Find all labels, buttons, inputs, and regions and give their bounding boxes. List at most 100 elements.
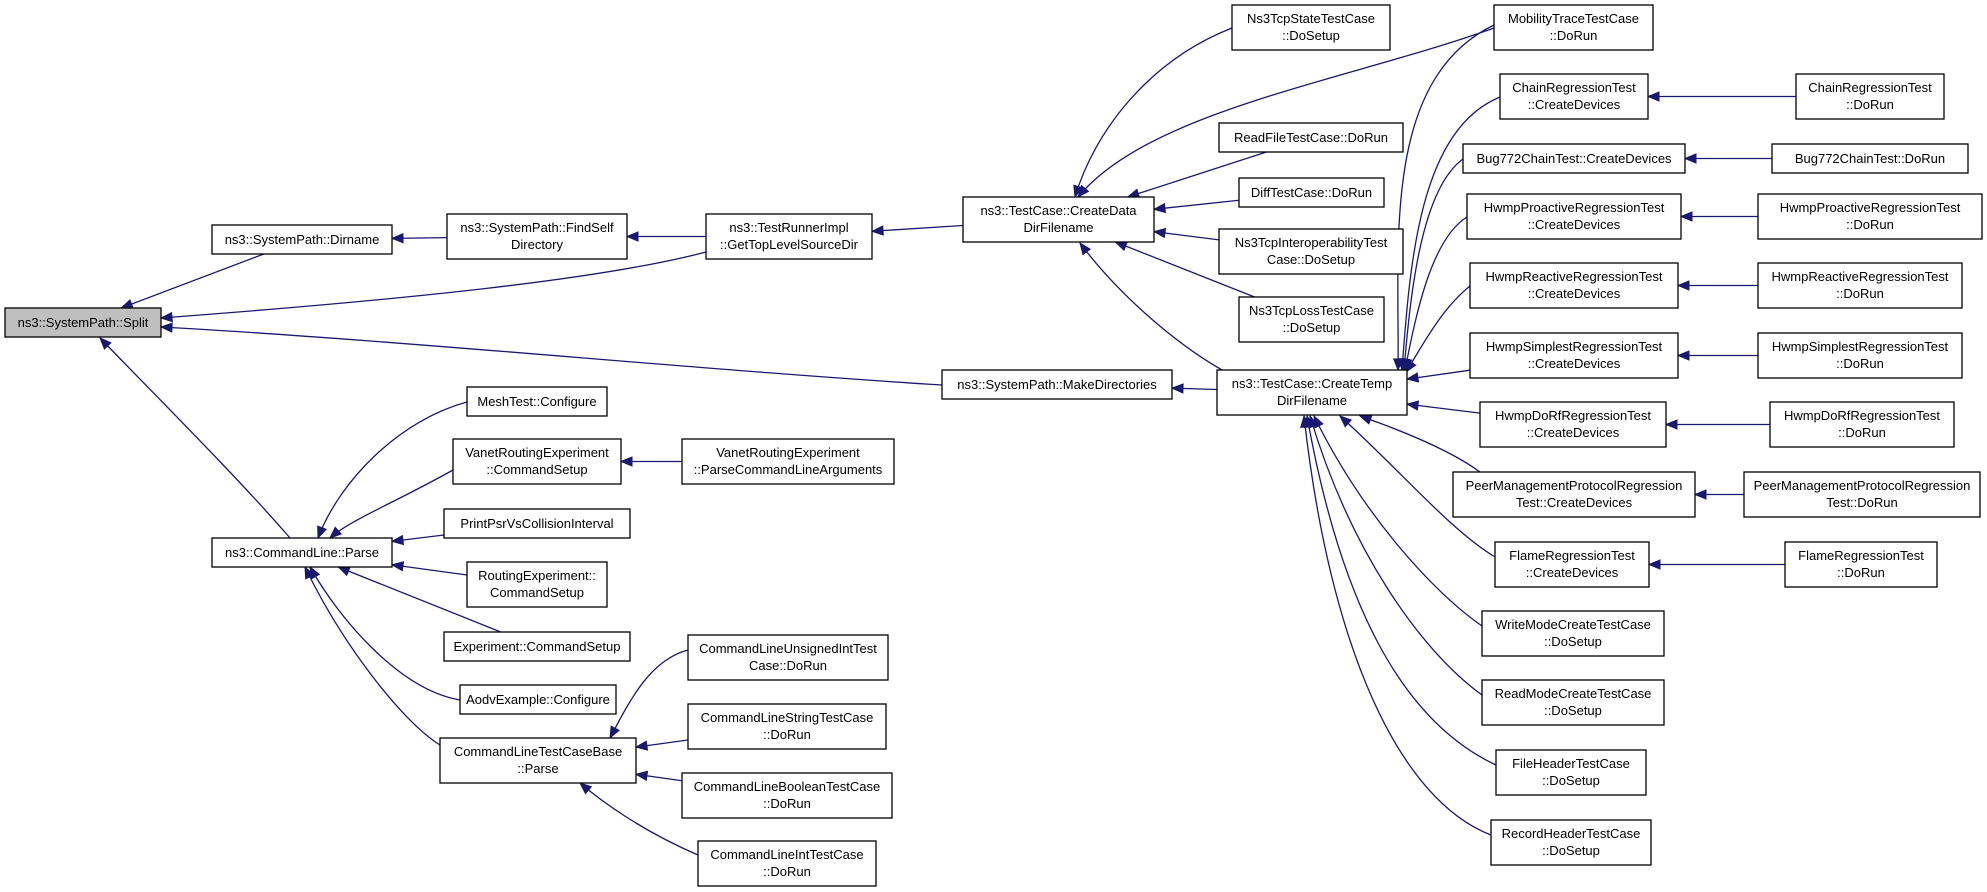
node-box[interactable]	[211, 537, 393, 568]
node-box[interactable]	[1462, 143, 1686, 174]
node-clbool[interactable]: CommandLineBooleanTestCase::DoRun	[681, 772, 893, 819]
node-box[interactable]	[211, 224, 393, 255]
node-box[interactable]	[1769, 401, 1955, 448]
node-box[interactable]	[1238, 177, 1385, 208]
node-label: ::CommandSetup	[486, 462, 587, 477]
node-box[interactable]	[1216, 369, 1408, 416]
node-hwmpsimp[interactable]: HwmpSimplestRegressionTest::CreateDevice…	[1469, 332, 1679, 379]
node-bug772run[interactable]: Bug772ChainTest::DoRun	[1771, 143, 1969, 174]
node-mobility[interactable]: MobilityTraceTestCase::DoRun	[1493, 4, 1654, 51]
node-box[interactable]	[452, 438, 622, 485]
node-box[interactable]	[962, 196, 1155, 243]
node-flamerun[interactable]: FlameRegressionTest::DoRun	[1784, 541, 1938, 588]
node-makedirs[interactable]: ns3::SystemPath::MakeDirectories	[941, 369, 1173, 400]
node-hwmpreact[interactable]: HwmpReactiveRegressionTest::CreateDevice…	[1469, 262, 1679, 309]
node-box[interactable]	[1757, 193, 1983, 240]
node-box[interactable]	[1469, 332, 1679, 379]
node-box[interactable]	[1466, 193, 1682, 240]
node-box[interactable]	[1757, 332, 1963, 379]
node-hwmpsimprun[interactable]: HwmpSimplestRegressionTest::DoRun	[1757, 332, 1963, 379]
node-tcpstate[interactable]: Ns3TcpStateTestCase::DoSetup	[1231, 4, 1391, 51]
node-hwmpdorfrun[interactable]: HwmpDoRfRegressionTest::DoRun	[1769, 401, 1955, 448]
node-box[interactable]	[1238, 296, 1385, 343]
node-clparse[interactable]: ns3::CommandLine::Parse	[211, 537, 393, 568]
node-clstring[interactable]: CommandLineStringTestCase::DoRun	[687, 703, 887, 750]
node-peermgmtrun[interactable]: PeerManagementProtocolRegressionTest::Do…	[1743, 471, 1981, 518]
node-routingexp[interactable]: RoutingExperiment::CommandSetup	[466, 561, 608, 608]
node-label: ::DoRun	[1836, 356, 1884, 371]
node-box[interactable]	[681, 438, 895, 485]
node-box[interactable]	[1481, 679, 1665, 726]
node-label: ns3::SystemPath::FindSelf	[460, 220, 614, 235]
node-box[interactable]	[459, 684, 617, 715]
node-box[interactable]	[941, 369, 1173, 400]
node-box[interactable]	[1479, 401, 1667, 448]
node-difftest[interactable]: DiffTestCase::DoRun	[1238, 177, 1385, 208]
node-box[interactable]	[681, 772, 893, 819]
node-toplevel[interactable]: ns3::TestRunnerImpl::GetTopLevelSourceDi…	[705, 213, 873, 260]
node-box[interactable]	[1218, 228, 1404, 275]
node-box[interactable]	[1490, 819, 1652, 866]
node-hwmpdorf[interactable]: HwmpDoRfRegressionTest::CreateDevices	[1479, 401, 1667, 448]
node-hwmpprorun[interactable]: HwmpProactiveRegressionTest::DoRun	[1757, 193, 1983, 240]
node-readmode[interactable]: ReadModeCreateTestCase::DoSetup	[1481, 679, 1665, 726]
node-clint[interactable]: CommandLineIntTestCase::DoRun	[697, 840, 877, 887]
node-box[interactable]	[443, 508, 631, 539]
node-box[interactable]	[697, 840, 877, 887]
edge-line	[1397, 24, 1495, 371]
node-printpsr[interactable]: PrintPsrVsCollisionInterval	[443, 508, 631, 539]
node-box[interactable]	[1757, 262, 1963, 309]
node-fileheader[interactable]: FileHeaderTestCase::DoSetup	[1495, 749, 1647, 796]
edge-createtemp-to-createdata	[1079, 241, 1223, 371]
node-box[interactable]	[443, 631, 631, 662]
node-hwmpreactrun[interactable]: HwmpReactiveRegressionTest::DoRun	[1757, 262, 1963, 309]
node-experiment[interactable]: Experiment::CommandSetup	[443, 631, 631, 662]
node-box[interactable]	[1495, 749, 1647, 796]
node-box[interactable]	[1795, 73, 1945, 120]
arrowhead	[1405, 372, 1420, 383]
node-box[interactable]	[1218, 122, 1404, 153]
node-dirname[interactable]: ns3::SystemPath::Dirname	[211, 224, 393, 255]
node-box[interactable]	[1452, 471, 1696, 518]
node-hwmppro[interactable]: HwmpProactiveRegressionTest::CreateDevic…	[1466, 193, 1682, 240]
node-box[interactable]	[1494, 541, 1650, 588]
node-readfile[interactable]: ReadFileTestCase::DoRun	[1218, 122, 1404, 153]
node-box[interactable]	[4, 307, 162, 338]
node-meshtest[interactable]: MeshTest::Configure	[466, 386, 608, 417]
node-box[interactable]	[1481, 610, 1665, 657]
node-box[interactable]	[1771, 143, 1969, 174]
edge-line	[121, 253, 264, 309]
edge-line	[329, 469, 454, 539]
node-box[interactable]	[1743, 471, 1981, 518]
node-chainregrun[interactable]: ChainRegressionTest::DoRun	[1795, 73, 1945, 120]
node-box[interactable]	[466, 386, 608, 417]
node-split[interactable]: ns3::SystemPath::Split	[4, 307, 162, 338]
node-box[interactable]	[1493, 4, 1654, 51]
node-chainreg[interactable]: ChainRegressionTest::CreateDevices	[1499, 73, 1649, 120]
node-peermgmt[interactable]: PeerManagementProtocolRegressionTest::Cr…	[1452, 471, 1696, 518]
node-box[interactable]	[439, 737, 637, 784]
node-cltcbase[interactable]: CommandLineTestCaseBase::Parse	[439, 737, 637, 784]
node-box[interactable]	[446, 213, 628, 260]
node-box[interactable]	[1469, 262, 1679, 309]
node-recordheader[interactable]: RecordHeaderTestCase::DoSetup	[1490, 819, 1652, 866]
node-box[interactable]	[687, 634, 889, 681]
node-bug772[interactable]: Bug772ChainTest::CreateDevices	[1462, 143, 1686, 174]
node-box[interactable]	[1499, 73, 1649, 120]
node-box[interactable]	[466, 561, 608, 608]
node-flame[interactable]: FlameRegressionTest::CreateDevices	[1494, 541, 1650, 588]
node-box[interactable]	[1231, 4, 1391, 51]
node-writemode[interactable]: WriteModeCreateTestCase::DoSetup	[1481, 610, 1665, 657]
node-box[interactable]	[1784, 541, 1938, 588]
node-box[interactable]	[705, 213, 873, 260]
node-box[interactable]	[687, 703, 887, 750]
node-tcploss[interactable]: Ns3TcpLossTestCase::DoSetup	[1238, 296, 1385, 343]
node-aodv[interactable]: AodvExample::Configure	[459, 684, 617, 715]
node-vanetparse[interactable]: VanetRoutingExperiment::ParseCommandLine…	[681, 438, 895, 485]
node-vanetcmd[interactable]: VanetRoutingExperiment::CommandSetup	[452, 438, 622, 485]
